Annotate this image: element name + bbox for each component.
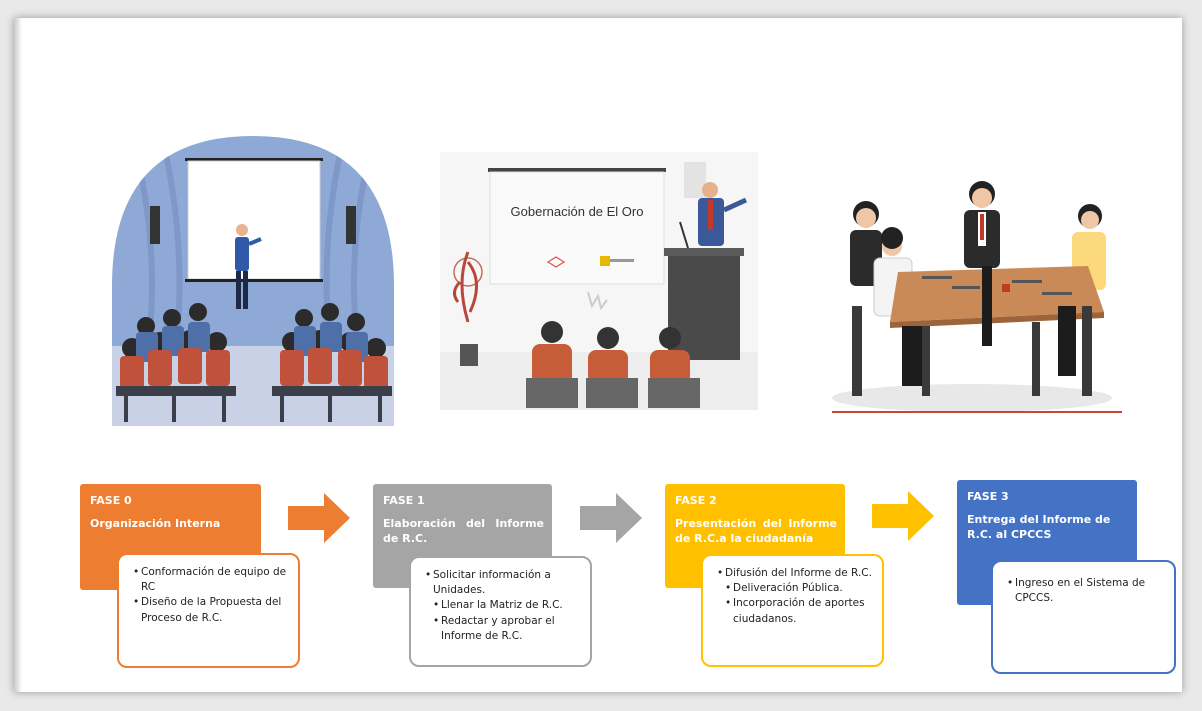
phase-3-details: Ingreso en el Sistema de CPCCS. xyxy=(991,560,1176,674)
phase-label: FASE 0 xyxy=(90,494,132,507)
meeting-table-illustration xyxy=(832,156,1122,416)
detail-item: Diseño de la Propuesta del Proceso de R.… xyxy=(133,595,290,625)
detail-item: Conformación de equipo de RC xyxy=(133,565,290,595)
detail-item: Deliveración Pública. xyxy=(725,581,874,596)
phase-title: Elaboración del Informe de R.C. xyxy=(383,516,544,545)
arrow-right-icon xyxy=(580,493,642,543)
detail-item: Ingreso en el Sistema de CPCCS. xyxy=(1007,576,1166,606)
detail-item: Llenar la Matriz de R.C. xyxy=(433,598,582,613)
arrow-right-icon xyxy=(872,491,934,541)
phase-2-details: Difusión del Informe de R.C. Deliveració… xyxy=(701,554,884,667)
phase-title: Presentación del Informe de R.C.a la ciu… xyxy=(675,516,837,545)
phase-label: FASE 1 xyxy=(383,494,425,507)
phase-1-details: Solicitar información a Unidades. Llenar… xyxy=(409,556,592,667)
screen-title: Gobernación de El Oro xyxy=(511,204,644,219)
arrow-right-icon xyxy=(288,493,350,543)
phase-label: FASE 2 xyxy=(675,494,717,507)
presentation-podium-illustration: Gobernación de El Oro xyxy=(440,152,758,410)
conference-audience-illustration xyxy=(112,136,394,426)
phase-title: Entrega del Informe de R.C. al CPCCS xyxy=(967,512,1111,541)
detail-item: Solicitar información a Unidades. xyxy=(425,568,582,598)
phase-title: Organización Interna xyxy=(90,516,221,530)
phase-0-details: Conformación de equipo de RC Diseño de l… xyxy=(117,553,300,668)
detail-item: Incorporación de aportes ciudadanos. xyxy=(725,596,874,626)
detail-item: Difusión del Informe de R.C. xyxy=(717,566,874,581)
detail-item: Redactar y aprobar el Informe de R.C. xyxy=(433,614,582,644)
phase-label: FASE 3 xyxy=(967,490,1009,503)
